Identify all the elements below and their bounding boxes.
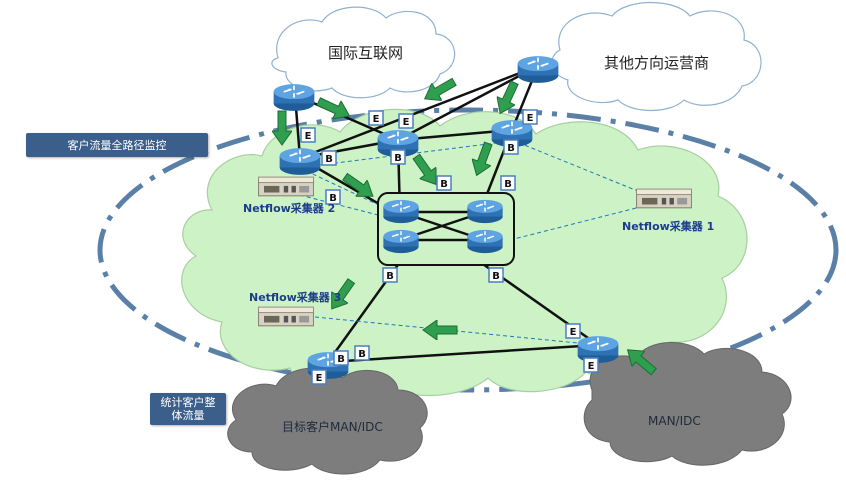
tag-backbone: B — [436, 175, 452, 191]
router-pe-left — [278, 147, 322, 176]
netflow-collector-3-label: Netflow采集器 3 — [249, 291, 342, 304]
cloud-label-man-idc: MAN/IDC — [648, 414, 701, 428]
svg-text:B: B — [337, 354, 345, 365]
netflow-collector-2-device — [258, 176, 314, 197]
svg-text:B: B — [358, 349, 366, 360]
tag-backbone: B — [354, 345, 370, 361]
cloud-man-idc — [583, 342, 792, 466]
svg-text:B: B — [507, 143, 515, 154]
full-path-monitoring-banner: 客户流量全路径监控 — [26, 133, 208, 157]
tag-edge: E — [300, 127, 316, 143]
netflow-collector-2-label: Netflow采集器 2 — [243, 202, 336, 215]
cloud-label-target-idc: 目标客户MAN/IDC — [282, 420, 383, 434]
router-core-3 — [382, 229, 420, 254]
svg-text:B: B — [386, 271, 394, 282]
cloud-target-idc — [227, 367, 428, 475]
tag-backbone: B — [390, 149, 406, 165]
cloud-other-carriers — [551, 1, 762, 111]
svg-text:E: E — [570, 327, 577, 338]
tag-backbone: B — [325, 189, 341, 205]
tag-backbone: B — [382, 267, 398, 283]
svg-text:E: E — [403, 117, 410, 128]
tag-edge: E — [583, 357, 599, 373]
netflow-collector-3-device — [258, 306, 314, 327]
netflow-collector-1-label: Netflow采集器 1 — [622, 220, 715, 233]
tag-backbone: B — [321, 150, 337, 166]
svg-text:B: B — [325, 154, 333, 165]
cloud-label-international: 国际互联网 — [328, 44, 404, 62]
tag-edge: E — [565, 323, 581, 339]
tag-backbone: B — [500, 175, 516, 191]
tag-edge: E — [368, 110, 384, 126]
router-core-2 — [466, 199, 504, 224]
svg-text:E: E — [527, 113, 534, 124]
tag-backbone: B — [333, 350, 349, 366]
tag-backbone: B — [488, 267, 504, 283]
svg-text:E: E — [305, 131, 312, 142]
router-core-4 — [466, 229, 504, 254]
svg-text:E: E — [373, 114, 380, 125]
cloud-label-other-carriers: 其他方向运营商 — [604, 54, 710, 72]
tag-edge: E — [398, 113, 414, 129]
svg-text:E: E — [588, 361, 595, 372]
router-carrier-edge — [516, 55, 560, 84]
netflow-collector-1-device — [636, 188, 692, 209]
total-traffic-stats-banner: 统计客户整体流量 — [150, 393, 226, 425]
tag-backbone: B — [503, 139, 519, 155]
svg-text:B: B — [394, 153, 402, 164]
svg-text:B: B — [440, 179, 448, 190]
svg-text:E: E — [316, 373, 323, 384]
router-intl-edge — [272, 83, 316, 112]
svg-text:B: B — [329, 193, 337, 204]
router-core-1 — [382, 199, 420, 224]
tag-edge: E — [311, 369, 327, 385]
monitoring-ring — [97, 107, 839, 393]
svg-text:B: B — [492, 271, 500, 282]
svg-text:B: B — [504, 179, 512, 190]
tag-edge: E — [522, 109, 538, 125]
